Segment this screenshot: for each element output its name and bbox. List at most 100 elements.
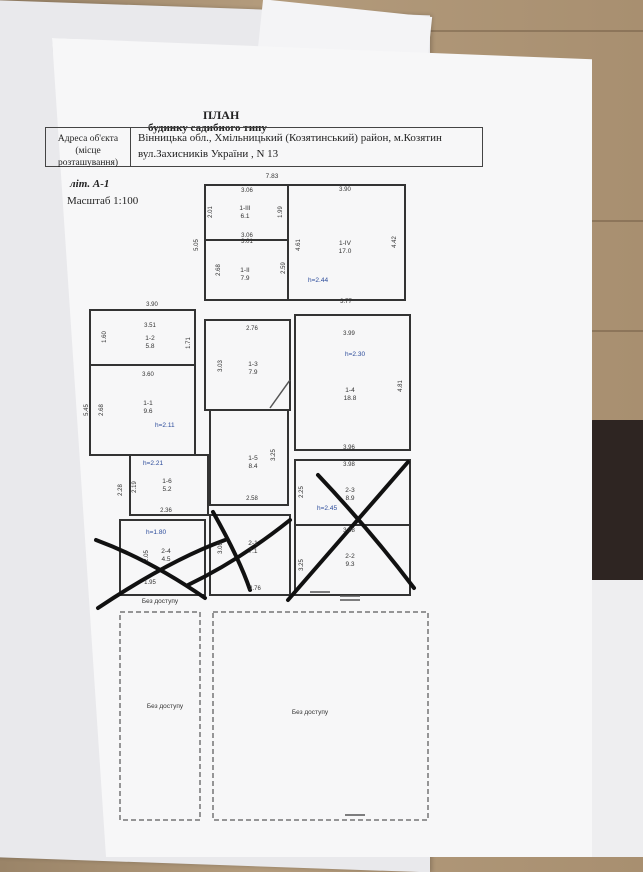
dimension-label: 3.06 bbox=[241, 233, 253, 239]
dimension-label: 4.81 bbox=[398, 380, 404, 392]
room-id: 2-2 bbox=[345, 553, 355, 560]
wall bbox=[204, 184, 406, 301]
room-area: 18.8 bbox=[344, 395, 357, 402]
dimension-label: 2.28 bbox=[118, 484, 124, 496]
room-id: 2-3 bbox=[345, 487, 355, 494]
room-area: 7.1 bbox=[248, 548, 257, 555]
room-id: 1-III bbox=[239, 205, 250, 212]
dimension-label: 3.08 bbox=[218, 542, 224, 554]
dimension-label: 3.51 bbox=[144, 323, 156, 329]
room-area: 9.6 bbox=[143, 408, 152, 415]
dimension-label: 3.60 bbox=[142, 372, 154, 378]
room-id: 1-5 bbox=[248, 455, 258, 462]
dimension-label: 2.68 bbox=[99, 404, 105, 416]
dimension-label: 2.58 bbox=[246, 496, 258, 502]
outbuilding-outline bbox=[119, 611, 201, 821]
dimension-label: 3.98 bbox=[343, 528, 355, 534]
letter-label: літ. А-1 bbox=[70, 178, 110, 190]
dimension-label: 2.36 bbox=[160, 508, 172, 514]
binder-background bbox=[583, 420, 643, 600]
room-id: 1-2 bbox=[145, 335, 155, 342]
dimension-label: 4.42 bbox=[392, 236, 398, 248]
dimension-label: 1.95 bbox=[144, 580, 156, 586]
dimension-label: 4.61 bbox=[296, 239, 302, 251]
room-area: 8.4 bbox=[248, 463, 257, 470]
dimension-label: 3.90 bbox=[146, 302, 158, 308]
dimension-label: 1.60 bbox=[102, 331, 108, 343]
overall-width: 7.83 bbox=[266, 173, 279, 180]
room-id: 1-4 bbox=[345, 387, 355, 394]
address-label-line1: Адреса об'єкта bbox=[57, 134, 119, 144]
address-line1: Вінницька обл., Хмільницький (Козятинськ… bbox=[138, 132, 442, 144]
cross-out-mark bbox=[94, 538, 207, 600]
dimension-label: 2.76 bbox=[246, 326, 258, 332]
cross-out-mark bbox=[186, 518, 292, 587]
dimension-label: 2.01 bbox=[208, 206, 214, 218]
room-area: 6.1 bbox=[240, 213, 249, 220]
dimension-label: 3.25 bbox=[299, 559, 305, 571]
room-area: 7.9 bbox=[240, 275, 249, 282]
room-area: 9.3 bbox=[345, 561, 354, 568]
room-area: 5.2 bbox=[162, 486, 171, 493]
no-access-label: Без доступу bbox=[292, 709, 329, 716]
room-id: 2-1 bbox=[248, 540, 258, 547]
cross-out-mark bbox=[211, 510, 252, 592]
dimension-label: 3.06 bbox=[241, 188, 253, 194]
dimension-label: 3.90 bbox=[339, 187, 351, 193]
wall bbox=[129, 454, 209, 516]
dimension-label: 3.98 bbox=[343, 462, 355, 468]
room-area: 5.8 bbox=[145, 343, 154, 350]
ceiling-height: h=2.45 bbox=[317, 505, 337, 512]
dimension-label: 2.76 bbox=[249, 586, 261, 592]
room-area: 8.9 bbox=[345, 495, 354, 502]
room-id: 1-1 bbox=[143, 400, 153, 407]
dimension-label: 1.99 bbox=[278, 206, 284, 218]
dimension-label: 2.25 bbox=[299, 486, 305, 498]
address-label-line2: (місце розташування) bbox=[57, 146, 119, 168]
dimension-label: 2.05 bbox=[144, 550, 150, 562]
room-area: 17.0 bbox=[339, 248, 352, 255]
dimension-label: 3.01 bbox=[241, 239, 253, 245]
room-id: 1-IV bbox=[339, 240, 352, 247]
room-id: 2-4 bbox=[161, 548, 171, 555]
dimension-label: 2.19 bbox=[132, 481, 138, 493]
address-line2: вул.Захисників України , N 13 bbox=[138, 148, 279, 160]
scale-label: Масштаб 1:100 bbox=[67, 195, 139, 207]
plan-subtitle: будинку садибного типу bbox=[148, 122, 267, 134]
room-area: 4.5 bbox=[161, 556, 170, 563]
corner-paper bbox=[588, 580, 643, 857]
wall bbox=[209, 409, 289, 506]
dimension-label: 3.77 bbox=[340, 299, 352, 305]
ceiling-height: h=2.30 bbox=[345, 351, 365, 358]
plan-title: ПЛАН bbox=[203, 108, 240, 122]
room-id: 1-3 bbox=[248, 361, 258, 368]
wall bbox=[209, 514, 291, 596]
cross-out-mark bbox=[316, 473, 416, 590]
dimension-label: 3.99 bbox=[343, 331, 355, 337]
cross-out-mark bbox=[96, 538, 227, 610]
room-id: 1-II bbox=[240, 267, 250, 274]
ceiling-height: h=2.44 bbox=[308, 277, 328, 284]
address-label: Адреса об'єкта (місце розташування) bbox=[46, 128, 131, 168]
wall bbox=[119, 519, 206, 596]
no-access-label: Без доступу bbox=[142, 598, 179, 605]
dimension-label: 1.71 bbox=[186, 337, 192, 349]
ceiling-height: h=1.80 bbox=[146, 529, 166, 536]
dimension-label: 2.59 bbox=[281, 262, 287, 274]
plan-sheet bbox=[52, 38, 592, 857]
dimension-label: 2.68 bbox=[216, 264, 222, 276]
wall bbox=[294, 314, 411, 451]
room-area: 7.9 bbox=[248, 369, 257, 376]
outbuilding-outline bbox=[212, 611, 429, 821]
address-table: Адреса об'єкта (місце розташування) Вінн… bbox=[45, 127, 483, 168]
no-access-label: Без доступу bbox=[147, 703, 184, 710]
dimension-label: 3.96 bbox=[343, 445, 355, 451]
dimension-label: 5.45 bbox=[84, 404, 90, 416]
ceiling-height: h=2.21 bbox=[143, 460, 163, 467]
dimension-label: 3.03 bbox=[218, 360, 224, 372]
room-id: 1-6 bbox=[162, 478, 172, 485]
dimension-label: 5.05 bbox=[194, 239, 200, 251]
dimension-label: 3.25 bbox=[271, 449, 277, 461]
cross-out-mark bbox=[286, 460, 410, 602]
